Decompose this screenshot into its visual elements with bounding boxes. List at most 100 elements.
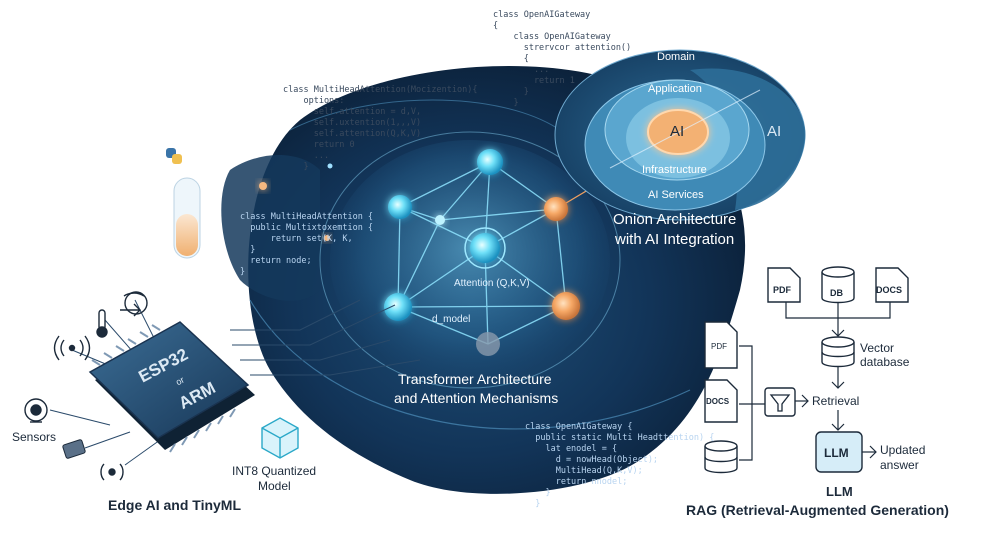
code-line: return node;	[240, 256, 312, 266]
retrieval-label: Retrieval	[812, 394, 860, 408]
chip-body	[88, 321, 250, 439]
db-icon-left	[704, 440, 738, 474]
test-tube	[173, 177, 201, 259]
code-line: ...	[283, 151, 330, 161]
signal-icon	[120, 291, 148, 317]
node-right-lower	[552, 292, 580, 320]
rag-pdf-top-label: PDF	[773, 285, 791, 295]
python-logo-icon	[166, 148, 182, 164]
code-line: d = nowHead(Object);	[525, 455, 659, 465]
code-line: strervcor attention()	[493, 43, 632, 53]
filter-icon	[764, 387, 796, 417]
llm-box	[815, 431, 863, 473]
spark-2	[324, 235, 330, 241]
docs-icon-left	[704, 379, 738, 423]
onion-diagram	[554, 49, 806, 221]
onion-core	[647, 109, 709, 155]
code-line: self.attention = d,V,	[283, 107, 422, 117]
code-line: options:	[283, 96, 345, 106]
code-line: }	[525, 499, 541, 509]
code-multihead-top: class MultiHeadAttention(Mocizention){ o…	[283, 85, 477, 173]
attention-label: Attention (Q,K,V)	[454, 278, 530, 289]
proximity-sensor-icon	[100, 463, 124, 481]
updated-answer-line1: Updated	[880, 443, 926, 457]
docs-icon-top	[875, 267, 909, 303]
code-line: {	[493, 21, 499, 31]
code-gateway-top: class OpenAIGateway{ class OpenAIGateway…	[493, 10, 631, 109]
rag-db-top-label: DB	[830, 288, 843, 298]
small-chip-icon	[62, 439, 86, 459]
camera-sensor-icon	[24, 398, 48, 423]
code-line: class OpenAIGateway {	[525, 422, 633, 432]
orbit-arc-outer	[249, 299, 691, 430]
quantized-model-cube-icon	[261, 417, 299, 459]
transformer-ring	[319, 131, 621, 389]
chip	[88, 321, 255, 453]
thermometer-icon	[96, 309, 108, 338]
node-small	[435, 215, 445, 225]
code-line: class OpenAIGateway	[493, 10, 591, 20]
onion-title-line2: with AI Integration	[615, 231, 735, 248]
node-center-ring	[464, 227, 506, 269]
llm-caption: LLM	[826, 484, 853, 499]
code-line: self.uxtention(1,,,V)	[283, 118, 422, 128]
code-line: class MultiHeadAttention(Mocizention){	[283, 85, 478, 95]
node-left-upper	[388, 195, 412, 219]
rag-docs-left-label: DOCS	[706, 397, 730, 406]
sensors-label: Sensors	[12, 430, 57, 444]
rag-title: RAG (Retrieval-Augmented Generation)	[686, 502, 949, 518]
code-line: }	[493, 98, 519, 108]
code-line: class MultiHeadAttention {	[240, 212, 374, 222]
code-line: }	[525, 488, 551, 498]
quantized-label-line1: INT8 Quantized	[232, 464, 317, 478]
code-multihead-left: class MultiHeadAttention { public Multix…	[240, 212, 373, 278]
code-line: }	[240, 245, 256, 255]
quantized-label-line2: Model	[258, 479, 291, 493]
db-icon-top	[821, 266, 855, 304]
spark-1	[259, 182, 267, 190]
code-line: return 1	[493, 76, 575, 86]
rag-pdf-left-label: PDF	[711, 342, 727, 351]
wifi-sensor-icon	[53, 335, 91, 361]
node-top	[477, 149, 503, 175]
rag-connectors	[739, 296, 891, 461]
code-line: }	[240, 267, 246, 277]
llm-box-label: LLM	[824, 446, 849, 460]
node-bottom	[476, 332, 500, 356]
onion-label-domain: Domain	[657, 51, 695, 63]
onion-label-ai-services: AI Services	[648, 189, 704, 201]
code-line: class OpenAIGateway	[493, 32, 611, 42]
left-backdrop-wing	[221, 155, 320, 301]
network-nodes	[259, 149, 580, 356]
node-center	[470, 233, 500, 263]
vector-database-icon	[821, 336, 855, 368]
code-line: MultiHead(Q,K,V);	[525, 466, 643, 476]
orbit-arc-inner	[289, 99, 561, 131]
onion-title-line1: Onion Architecture	[613, 211, 737, 228]
node-left-lower	[384, 293, 412, 321]
code-gateway-bottom: class OpenAIGateway { public static Mult…	[525, 422, 714, 510]
vector-db-label-line2: database	[860, 355, 910, 369]
vector-db-label-line1: Vector	[860, 341, 895, 355]
code-line: ...	[493, 65, 550, 75]
onion-label-ai-core: AI	[670, 123, 685, 140]
edge-ai-title: Edge AI and TinyML	[108, 497, 242, 513]
pdf-doc-icon-left	[704, 321, 738, 369]
code-line: return 0	[283, 140, 355, 150]
transformer-title-line1: Transformer Architecture	[398, 371, 552, 387]
code-line: public static Multi Headttention) {	[525, 433, 715, 443]
code-line: {	[493, 54, 529, 64]
onion-side-label: AI	[767, 123, 782, 140]
code-line: self.attention(Q,K,V)	[283, 129, 422, 139]
rag-docs-top-label: DOCS	[876, 285, 903, 295]
dmodel-label: d_model	[432, 314, 471, 325]
code-line: public Multixtoxemtion {	[240, 223, 374, 233]
spark-3	[327, 163, 333, 169]
code-line: return nnodel;	[525, 477, 628, 487]
onion-label-application: Application	[648, 83, 702, 95]
code-line: return set(K, K,	[240, 234, 353, 244]
node-right-upper	[544, 197, 568, 221]
onion-label-infrastructure: Infrastructure	[642, 164, 707, 176]
code-line: }	[493, 87, 529, 97]
